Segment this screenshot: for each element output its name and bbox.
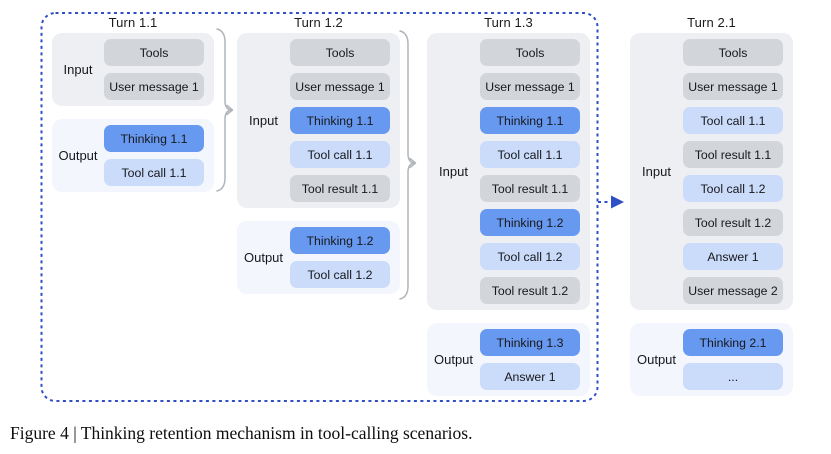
- input-label: Input: [249, 113, 278, 128]
- message-block: Tool call 1.1: [683, 107, 783, 134]
- turn-title: Turn 2.1: [687, 15, 736, 30]
- turn-title: Turn 1.2: [294, 15, 343, 30]
- message-block: Tool call 1.1: [290, 141, 390, 168]
- figure-caption: Figure 4 | Thinking retention mechanism …: [10, 423, 473, 443]
- message-block: User message 1: [683, 73, 783, 100]
- thinking-block: Thinking 1.2: [480, 209, 580, 236]
- message-block: Tools: [480, 39, 580, 66]
- message-block: Tool call 1.1: [480, 141, 580, 168]
- message-block: Tools: [683, 39, 783, 66]
- brace-turn2-to-turn3: [399, 30, 417, 300]
- message-block: Tool call 1.1: [104, 159, 204, 186]
- message-block: User message 1: [104, 73, 204, 100]
- message-block: Tool result 1.1: [683, 141, 783, 168]
- message-block: User message 1: [480, 73, 580, 100]
- output-label: Output: [58, 148, 98, 163]
- output-block-list: Thinking 2.1...: [683, 329, 783, 390]
- turn-title: Turn 1.3: [484, 15, 533, 30]
- output-label: Output: [433, 352, 474, 367]
- message-block: Tool result 1.2: [683, 209, 783, 236]
- output-label: Output: [636, 352, 677, 367]
- output-group: Output Thinking 2.1...: [630, 323, 793, 396]
- message-block: Tool call 1.2: [480, 243, 580, 270]
- flow-arrow: [598, 195, 624, 209]
- message-block: User message 1: [290, 73, 390, 100]
- message-block: Tool result 1.2: [480, 277, 580, 304]
- message-block: User message 2: [683, 277, 783, 304]
- thinking-block: Thinking 2.1: [683, 329, 783, 356]
- turn-title: Turn 1.1: [108, 15, 158, 30]
- brace-turn1-to-turn2: [216, 28, 234, 192]
- thinking-block: Thinking 1.3: [480, 329, 580, 356]
- message-block: ...: [683, 363, 783, 390]
- input-label: Input: [439, 164, 468, 179]
- message-block: Answer 1: [683, 243, 783, 270]
- message-block: Tool result 1.1: [480, 175, 580, 202]
- message-block: Tools: [290, 39, 390, 66]
- message-block: Tools: [104, 39, 204, 66]
- message-block: Answer 1: [480, 363, 580, 390]
- input-label: Input: [642, 164, 671, 179]
- message-block: Tool result 1.1: [290, 175, 390, 202]
- output-label: Output: [243, 250, 284, 265]
- thinking-block: Thinking 1.2: [290, 227, 390, 254]
- input-label: Input: [63, 62, 93, 77]
- thinking-block: Thinking 1.1: [104, 125, 204, 152]
- message-block: Tool call 1.2: [683, 175, 783, 202]
- message-block: Tool call 1.2: [290, 261, 390, 288]
- thinking-block: Thinking 1.1: [480, 107, 580, 134]
- thinking-block: Thinking 1.1: [290, 107, 390, 134]
